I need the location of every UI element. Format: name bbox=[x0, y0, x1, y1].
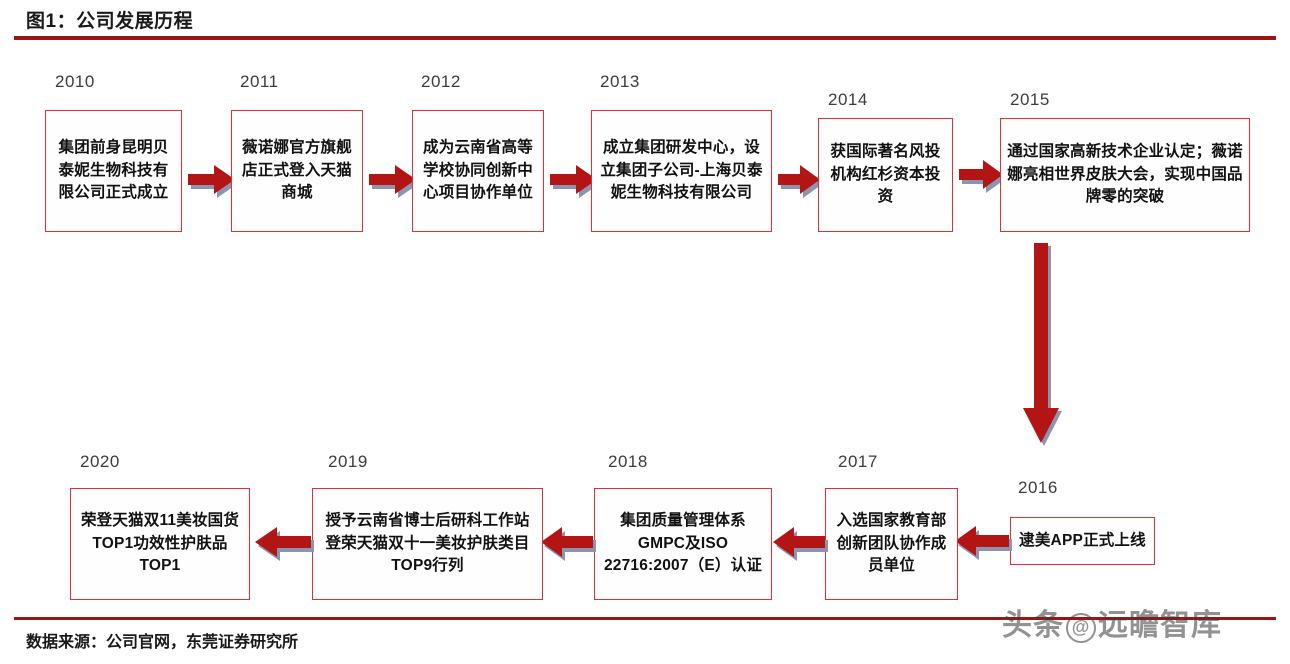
node-text-2020: 荣登天猫双11美妆国货TOP1功效性护肤品TOP1 bbox=[80, 512, 240, 575]
node-text-2015: 通过国家高新技术企业认定；薇诺娜亮相世界皮肤大会，实现中国品牌零的突破 bbox=[1007, 143, 1243, 206]
node-text-2019: 授予云南省博士后研科工作站登荣天猫双十一美妆护肤类目TOP9行列 bbox=[325, 512, 530, 575]
arrow-left-2018-2019 bbox=[538, 522, 596, 564]
arrow-left-2016-2017 bbox=[952, 521, 1012, 563]
watermark-left-text: 头条 bbox=[1002, 609, 1064, 642]
year-label-2017: 2017 bbox=[838, 452, 878, 471]
node-box-2018[interactable]: 集团质量管理体系GMPC及ISO 22716:2007（E）认证 bbox=[594, 488, 772, 600]
year-label-2016: 2016 bbox=[1018, 478, 1058, 497]
figure-title: 图1：公司发展历程 bbox=[26, 11, 194, 32]
node-box-2011[interactable]: 薇诺娜官方旗舰店正式登入天猫商城 bbox=[231, 110, 363, 232]
year-label-2015: 2015 bbox=[1010, 90, 1050, 109]
year-label-2020: 2020 bbox=[80, 452, 120, 471]
node-box-2010[interactable]: 集团前身昆明贝泰妮生物科技有限公司正式成立 bbox=[45, 110, 182, 232]
node-box-2020[interactable]: 荣登天猫双11美妆国货TOP1功效性护肤品TOP1 bbox=[70, 488, 250, 600]
node-text-2016: 逮美APP正式上线 bbox=[1019, 531, 1146, 549]
node-text-2011: 薇诺娜官方旗舰店正式登入天猫商城 bbox=[242, 139, 352, 202]
year-label-2018: 2018 bbox=[608, 452, 648, 471]
year-label-2019: 2019 bbox=[328, 452, 368, 471]
node-box-2019[interactable]: 授予云南省博士后研科工作站登荣天猫双十一美妆护肤类目TOP9行列 bbox=[312, 488, 543, 600]
footer-divider bbox=[14, 617, 1276, 620]
title-divider bbox=[14, 36, 1276, 40]
node-text-2014: 获国际著名风投机构红杉资本投资 bbox=[830, 143, 941, 206]
arrow-left-2017-2018 bbox=[770, 522, 828, 564]
node-box-2015[interactable]: 通过国家高新技术企业认定；薇诺娜亮相世界皮肤大会，实现中国品牌零的突破 bbox=[1000, 118, 1250, 232]
node-box-2012[interactable]: 成为云南省高等学校协同创新中心项目协作单位 bbox=[412, 110, 544, 232]
node-box-2016[interactable]: 逮美APP正式上线 bbox=[1010, 517, 1155, 565]
watermark: 头条@远瞻智库 bbox=[1002, 600, 1222, 644]
node-text-2012: 成为云南省高等学校协同创新中心项目协作单位 bbox=[423, 139, 533, 202]
node-text-2018: 集团质量管理体系GMPC及ISO 22716:2007（E）认证 bbox=[603, 512, 763, 575]
year-label-2010: 2010 bbox=[55, 72, 95, 91]
arrow-right-2010-2011 bbox=[185, 160, 238, 200]
arrow-right-2012-2013 bbox=[547, 160, 600, 200]
arrow-right-2014-2015 bbox=[956, 155, 1006, 195]
year-label-2011: 2011 bbox=[240, 72, 279, 91]
node-text-2017: 入选国家教育部创新团队协作成员单位 bbox=[836, 512, 947, 575]
year-label-2013: 2013 bbox=[600, 72, 640, 91]
arrow-right-2013-2014 bbox=[775, 160, 823, 200]
source-note: 数据来源：公司官网，东莞证券研究所 bbox=[26, 634, 299, 651]
year-label-2012: 2012 bbox=[421, 72, 461, 91]
arrow-left-2019-2020 bbox=[252, 522, 314, 564]
node-box-2017[interactable]: 入选国家教育部创新团队协作成员单位 bbox=[825, 488, 958, 600]
node-box-2013[interactable]: 成立集团研发中心，设立集团子公司-上海贝泰妮生物科技有限公司 bbox=[591, 110, 772, 232]
node-box-2014[interactable]: 获国际著名风投机构红杉资本投资 bbox=[818, 118, 953, 232]
node-text-2010: 集团前身昆明贝泰妮生物科技有限公司正式成立 bbox=[58, 139, 169, 202]
arrow-down-2015-2016 bbox=[1020, 240, 1080, 450]
year-label-2014: 2014 bbox=[828, 90, 868, 109]
arrow-right-2011-2012 bbox=[366, 160, 419, 200]
node-text-2013: 成立集团研发中心，设立集团子公司-上海贝泰妮生物科技有限公司 bbox=[600, 139, 763, 202]
watermark-right-text: 远瞻智库 bbox=[1098, 609, 1222, 642]
